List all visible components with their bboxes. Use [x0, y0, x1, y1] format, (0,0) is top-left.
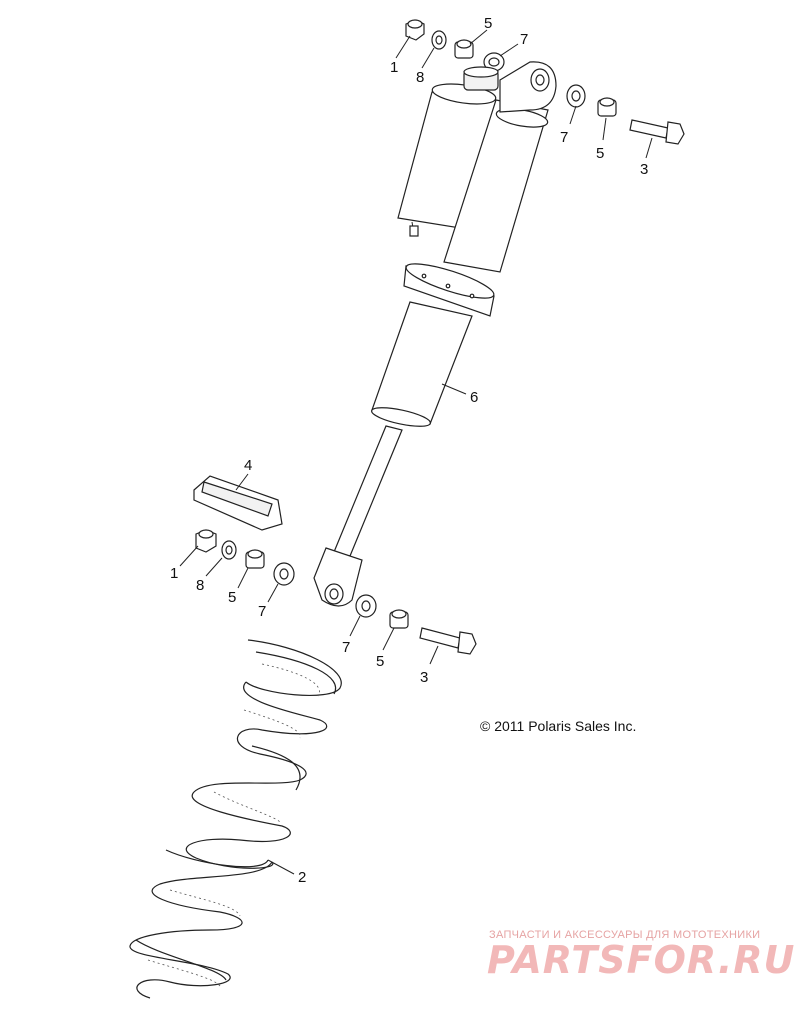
- callout-1-bottom: 1: [170, 565, 178, 582]
- bottom-washer-7b: [355, 594, 377, 618]
- top-bushing-5: [454, 39, 474, 59]
- callout-1-top: 1: [390, 59, 398, 76]
- callout-8-bottom: 8: [196, 577, 204, 594]
- spring-retainer-4: [193, 473, 283, 531]
- callout-7-top-right: 7: [560, 129, 568, 146]
- callout-5-bottom-right: 5: [376, 653, 384, 670]
- shock-top-eye: [499, 61, 557, 113]
- callout-4: 4: [244, 457, 252, 474]
- top-washer-7a: [483, 52, 505, 72]
- top-bolt-3: [629, 119, 685, 145]
- shock-body-lower: [371, 301, 473, 427]
- spring-preload-collar: [403, 263, 495, 317]
- top-washer-7b: [566, 84, 586, 108]
- bottom-left-washer-8: [221, 540, 237, 560]
- callout-6: 6: [470, 389, 478, 406]
- callout-8-top: 8: [416, 69, 424, 86]
- bottom-bushing-5a: [245, 549, 265, 569]
- callout-7-bottom-left: 7: [258, 603, 266, 620]
- shock-shaft: [333, 425, 403, 557]
- shock-bottom-eye: [313, 547, 363, 607]
- callout-7-top: 7: [520, 31, 528, 48]
- watermark-tagline: ЗАПЧАСТИ И АКСЕССУАРЫ ДЛЯ МОТОТЕХНИКИ: [489, 929, 761, 941]
- top-bushing-5b: [597, 97, 617, 117]
- callout-3-bottom: 3: [420, 669, 428, 686]
- bottom-bushing-5b: [389, 609, 409, 629]
- bottom-bolt-3: [419, 627, 477, 655]
- callout-5-top-right: 5: [596, 145, 604, 162]
- callout-7-bottom-right: 7: [342, 639, 350, 656]
- watermark-logo: PARTSFOR.RU: [487, 938, 796, 982]
- copyright-notice: © 2011 Polaris Sales Inc.: [480, 718, 637, 734]
- shock-body-upper: [443, 99, 549, 273]
- top-left-washer-8: [431, 30, 447, 50]
- bottom-washer-7a: [273, 562, 295, 586]
- hardware-leaders: [179, 29, 653, 665]
- callout-2: 2: [298, 869, 306, 886]
- coil-spring-2: [129, 639, 342, 999]
- callout-5-bottom-left: 5: [228, 589, 236, 606]
- top-left-flange-nut: [405, 19, 425, 41]
- callout-5-top: 5: [484, 15, 492, 32]
- bottom-left-flange-nut: [195, 529, 217, 553]
- reservoir-adjuster-knob: [463, 66, 499, 91]
- callout-3-top: 3: [640, 161, 648, 178]
- leader-6: [441, 383, 467, 395]
